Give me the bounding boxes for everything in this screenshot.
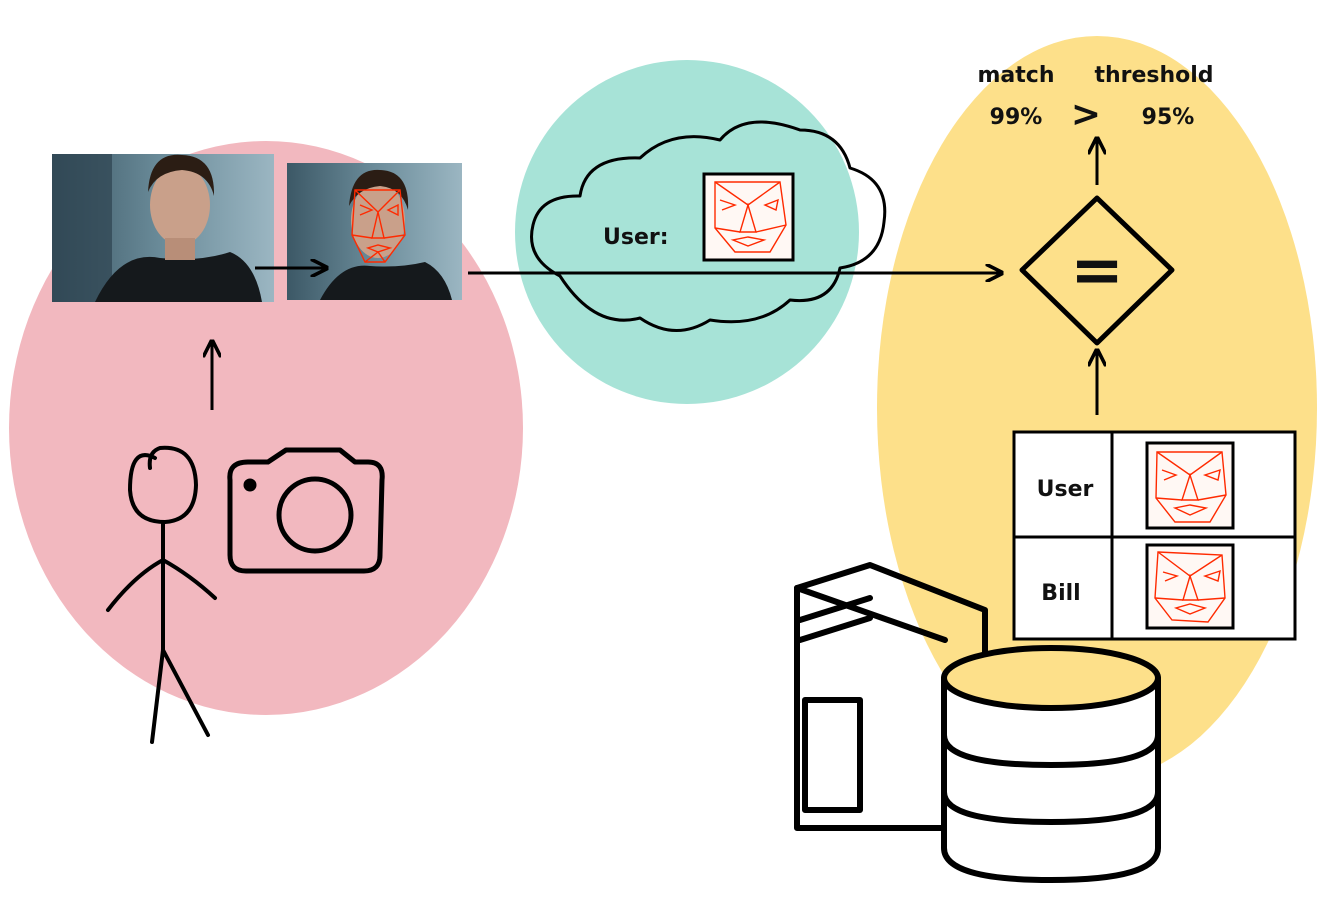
database-icon [941,645,1161,883]
equals-diamond [1019,195,1175,346]
stored-face-template-bill [1145,543,1235,630]
stored-face-template-user [1145,441,1235,530]
server-tower-icon [794,562,988,831]
threshold-label: threshold [1094,63,1213,88]
table-row-name: User [1037,477,1094,502]
captured-photo [52,154,274,302]
face-mesh-overlay [351,189,406,263]
match-label: match [978,63,1055,88]
mesh-photo [287,163,462,300]
cloud-user-label: User: [603,225,669,250]
table-row-name: Bill [1041,581,1080,606]
cloud-face-template [702,172,795,262]
greater-than-symbol: > [1071,94,1101,135]
match-value: 99% [990,105,1043,130]
cloud-zone [515,60,859,404]
threshold-value: 95% [1142,105,1195,130]
camera-icon [227,447,385,574]
stick-figure-icon [106,445,217,744]
equals-symbol: = [1070,234,1124,308]
cloud-icon [530,120,887,332]
